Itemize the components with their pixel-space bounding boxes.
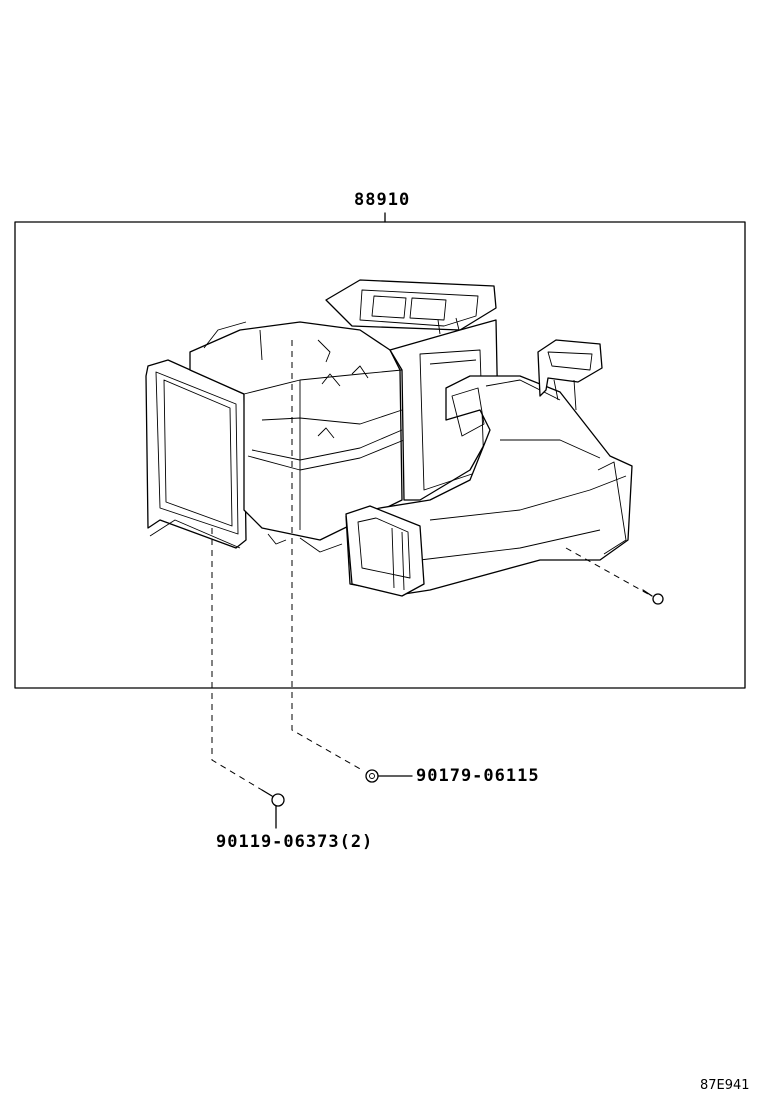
heater-unit-housing [145, 279, 633, 597]
nut-90179-icon [365, 769, 413, 783]
screw-leader-right [565, 547, 649, 595]
main-part-number: 88910 [354, 190, 411, 210]
assembly-frame [14, 221, 746, 689]
illustration-code: 87E941 [700, 1078, 750, 1093]
nut-leader [291, 340, 363, 771]
screw-leader-lower [211, 528, 263, 791]
part-number-label: 90119-06373(2) [216, 832, 374, 852]
part-number-label: 90179-06115 [416, 766, 540, 786]
screw-right-icon [642, 589, 664, 605]
screw-90119-icon [261, 789, 285, 829]
